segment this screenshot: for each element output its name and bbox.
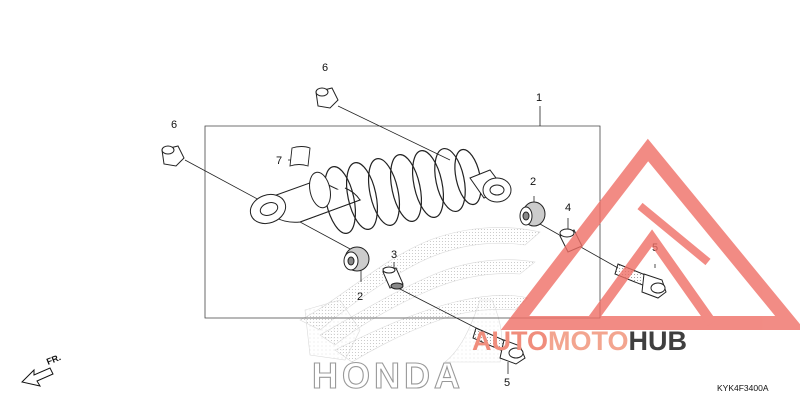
rubber-bushing-upper — [519, 201, 546, 227]
drawing-code: KYK4F3400A — [717, 383, 769, 393]
honda-wing-logo — [299, 227, 541, 363]
automotohub-wordmark: AUTOMOTOHUB — [472, 326, 687, 356]
callout-2-right: 2 — [530, 176, 536, 188]
wordmark-moto: MOTO — [548, 326, 629, 356]
callout-6-top: 6 — [322, 62, 328, 74]
cap-nut-upper — [315, 87, 339, 109]
callout-3: 3 — [391, 249, 397, 261]
flange-bolt-lower — [472, 327, 526, 365]
collar — [382, 266, 404, 290]
cap-nut-lower — [161, 145, 185, 167]
callout-4: 4 — [565, 202, 571, 214]
automotohub-watermark: AUTOMOTOHUB — [472, 138, 800, 356]
front-label: FR. — [45, 352, 62, 367]
label-band — [289, 146, 311, 167]
wordmark-hub: HUB — [629, 326, 688, 356]
shock-absorber — [249, 147, 512, 234]
front-arrow-icon — [21, 367, 54, 387]
callout-6-left: 6 — [171, 119, 177, 131]
callout-5-lower: 5 — [504, 377, 510, 389]
callout-1: 1 — [536, 92, 542, 104]
callout-7: 7 — [276, 155, 282, 167]
rubber-bushing-lower — [343, 246, 370, 272]
callout-2-lower: 2 — [357, 291, 363, 303]
honda-brand-text: HONDA — [312, 355, 464, 396]
front-direction-indicator: FR. — [21, 352, 62, 387]
wordmark-auto: AUTO — [472, 326, 548, 356]
automotohub-triangle-logo — [500, 138, 800, 330]
